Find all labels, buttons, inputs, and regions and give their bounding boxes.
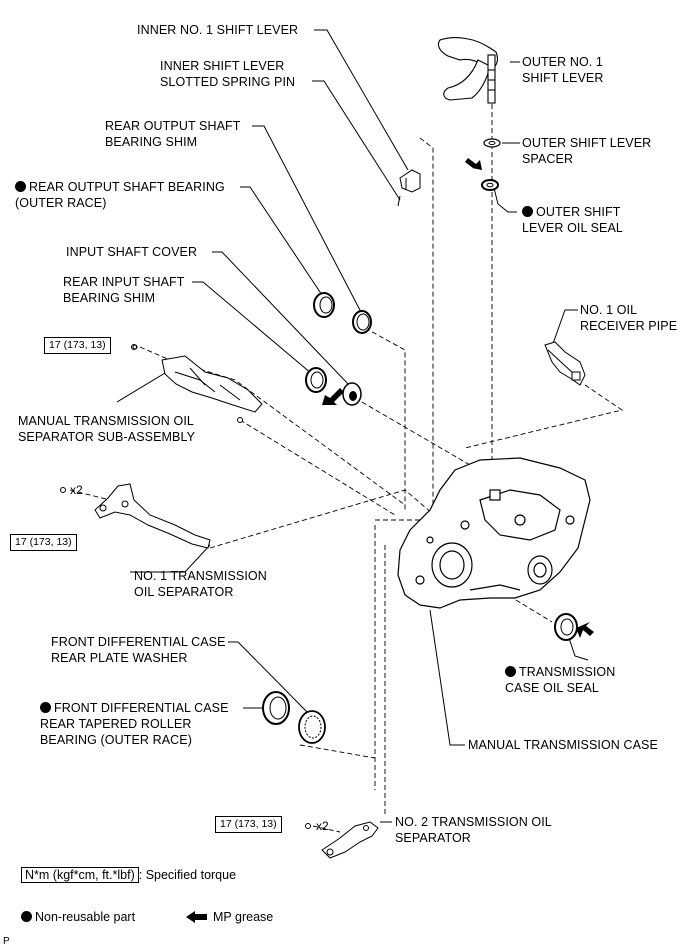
leader-front-diff-washer [228,641,313,718]
dash-output-shaft [364,327,406,510]
no1-oil-receiver-pipe-drawing [544,341,586,386]
label-outer-shift-lever-oil-seal: OUTER SHIFT LEVER OIL SEAL [522,205,623,235]
legend-mp-grease: MP grease [186,910,273,924]
nonreusable-dot-icon [522,206,533,217]
dash-no2-bolt [312,825,341,833]
label-manual-trans-case: MANUAL TRANSMISSION CASE [468,738,658,752]
dash-shift-lever-axis [419,137,434,525]
label-oil-separator-subassy: MANUAL TRANSMISSION OIL SEPARATOR SUB-AS… [18,414,196,444]
nonreusable-dot-icon [40,702,51,713]
dash-case-seal [474,574,553,623]
dash-no1-separator [209,489,441,549]
label-no1-trans-oil-separator: NO. 1 TRANSMISSION OIL SEPARATOR [134,569,267,599]
label-outer-shift-lever-spacer: OUTER SHIFT LEVER SPACER [522,136,652,166]
label-front-diff-bearing: FRONT DIFFERENTIAL CASE REAR TAPERED ROL… [40,701,229,747]
outer-no1-shift-lever-drawing [437,37,498,104]
legend-torque-box: N*m (kgf*cm, ft.*lbf) [21,867,139,883]
label-input-shaft-cover: INPUT SHAFT COVER [66,245,198,259]
dash-separator-pin [239,419,396,516]
rear-input-shim-drawing [305,367,327,393]
leader-inner-no1-shift-lever [314,29,409,171]
legend-torque: N*m (kgf*cm, ft.*lbf): Specified torque [21,867,237,883]
leader-input-shaft-cover [212,251,351,387]
leader-no1-oil-separator [130,544,211,573]
mp-grease-arrow-input [322,388,344,405]
leader-manual-trans-case [429,609,465,746]
footer-code: P [3,936,10,947]
dash-input-shaft [354,397,471,466]
label-outer-no1-shift-lever: OUTER NO. 1 SHIFT LEVER [522,55,604,85]
dash-diff [299,744,376,759]
rear-output-bearing-drawing [313,292,335,318]
mp-grease-arrow-case-seal [576,622,594,638]
torque-box-no2-separator: 17 (173, 13) [215,816,282,833]
legend-nonreusable: Non-reusable part [21,910,135,924]
outer-spacer-drawing [483,138,501,148]
dash-receiver-pipe [464,384,624,449]
quantity-x2-no2: x2 [316,819,329,833]
oil-separator-subassy-drawing [131,344,263,423]
trans-case-oil-seal-drawing [554,613,578,641]
inner-shift-lever-drawing [397,169,421,207]
leader-rear-output-shim [252,125,363,315]
quantity-x2-no1: x2 [70,483,83,497]
legend-torque-text: : Specified torque [138,868,237,882]
front-diff-washer-drawing [298,710,326,744]
mp-grease-arrow-outer-seal [465,158,482,170]
dash-no1-separator-bolt [69,489,111,501]
manual-trans-case-drawing [397,457,591,609]
outer-oil-seal-drawing [481,179,499,191]
label-rear-output-shaft-bearing: REAR OUTPUT SHAFT BEARING (OUTER RACE) [15,180,225,210]
mp-grease-arrow-icon [186,911,195,923]
leader-trans-case-oil-seal [567,634,589,661]
leader-oil-receiver-pipe [549,309,578,353]
label-rear-input-shaft-shim: REAR INPUT SHAFT BEARING SHIM [63,275,185,305]
leader-rear-output-bearing [240,186,325,299]
no2-oil-separator-drawing [305,821,379,859]
no1-oil-separator-drawing [60,483,211,549]
label-inner-no1-shift-lever: INNER NO. 1 SHIFT LEVER [137,23,299,37]
torque-box-no1-separator: 17 (173, 13) [10,534,77,551]
label-trans-case-oil-seal: TRANSMISSION CASE OIL SEAL [505,665,616,695]
nonreusable-dot-icon [21,911,32,922]
nonreusable-dot-icon [15,181,26,192]
leader-rear-input-shim [192,281,313,375]
leader-outer-oil-seal [493,187,517,213]
label-no1-oil-receiver-pipe: NO. 1 OIL RECEIVER PIPE [580,303,678,333]
torque-box-subassy: 17 (173, 13) [44,337,111,354]
label-front-diff-washer: FRONT DIFFERENTIAL CASE REAR PLATE WASHE… [51,635,226,665]
label-inner-shift-lever-pin: INNER SHIFT LEVER SLOTTED SPRING PIN [160,59,296,89]
rear-output-shim-drawing [352,310,372,334]
leader-inner-pin [312,80,401,201]
front-diff-bearing-drawing [262,691,290,725]
leader-oil-separator-subassy [116,369,171,403]
label-rear-output-shaft-shim: REAR OUTPUT SHAFT BEARING SHIM [105,119,241,149]
label-no2-trans-oil-separator: NO. 2 TRANSMISSION OIL SEPARATOR [395,815,552,845]
nonreusable-dot-icon [505,666,516,677]
input-shaft-cover-drawing [342,382,362,406]
